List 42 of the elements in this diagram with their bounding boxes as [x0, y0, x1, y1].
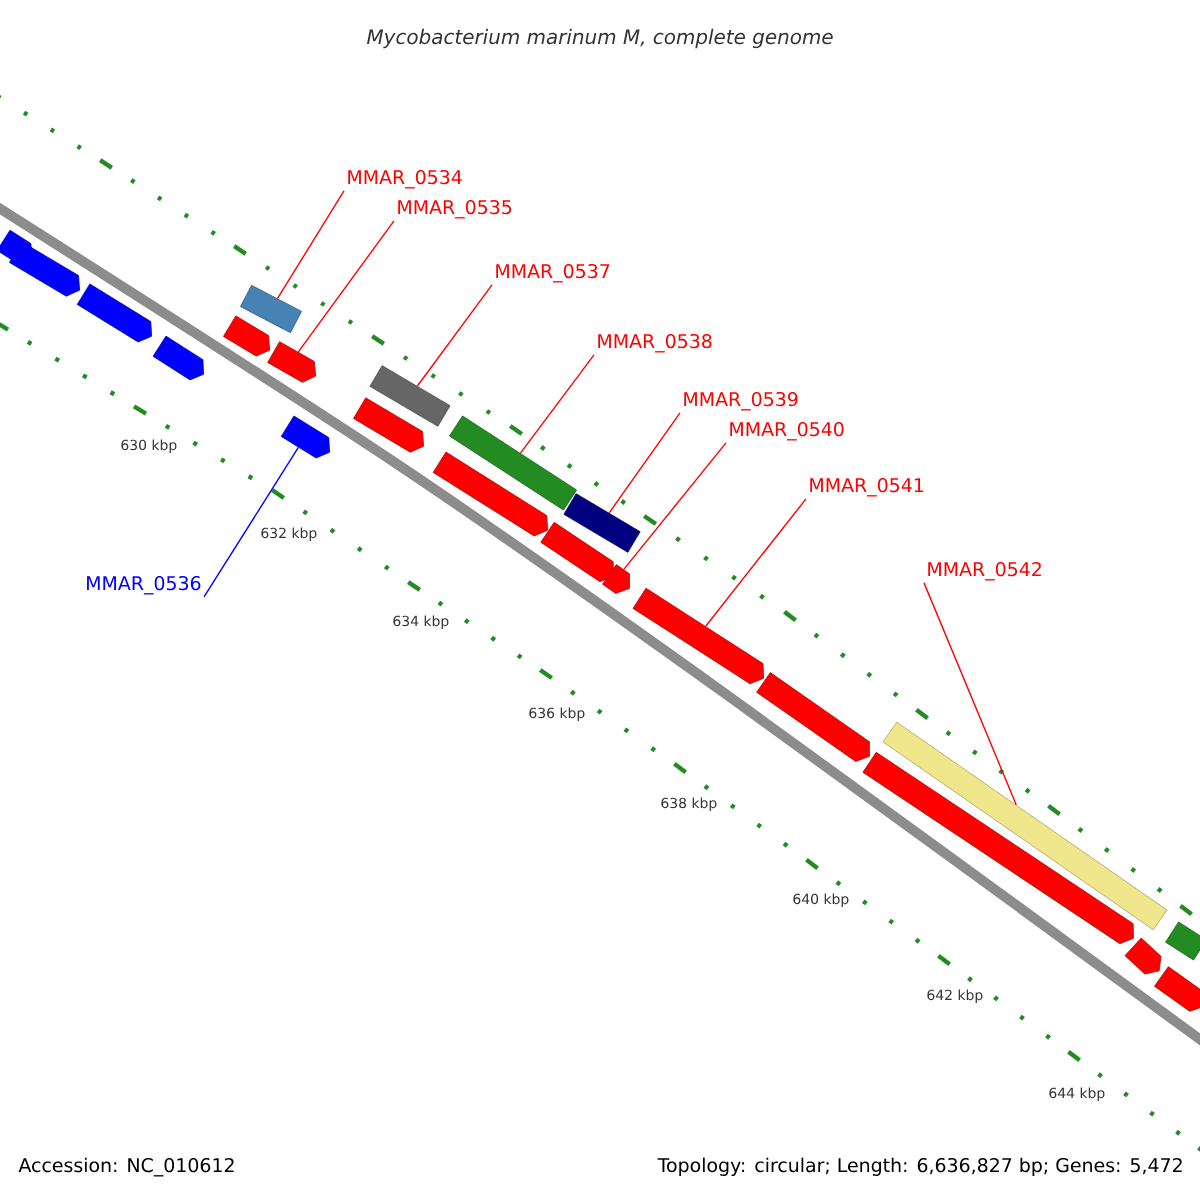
- leader-line: [297, 220, 395, 353]
- gene-bar: [369, 365, 451, 427]
- gene-label: MMAR_0534: [348, 169, 462, 189]
- gene-feature: [280, 415, 330, 459]
- gene-label: MMAR_0535: [398, 199, 512, 219]
- gene-feature: [432, 451, 548, 537]
- gene-feature: [540, 521, 614, 583]
- gene-feature: [1124, 937, 1162, 975]
- gene-label: MMAR_0539: [684, 391, 798, 411]
- title: Mycobacterium marinum M, complete genome: [367, 28, 833, 49]
- gene-feature: [76, 283, 152, 343]
- gene-label: MMAR_0540: [730, 421, 844, 441]
- gene-bar: [449, 415, 577, 511]
- leader-line: [276, 190, 345, 300]
- leader-line: [203, 446, 300, 598]
- gene-feature: [1154, 966, 1200, 1012]
- gene-bar: [563, 493, 641, 553]
- leader-line: [623, 442, 727, 571]
- gene-bar: [240, 284, 302, 334]
- gene-label: MMAR_0536: [87, 575, 201, 595]
- genome-summary-text: Topology: circular; Length: 6,636,827 bp; Genes: 5,472: [657, 1157, 1182, 1176]
- gene-feature: [862, 751, 1134, 945]
- gene-bar: [882, 721, 1168, 931]
- gene-label: MMAR_0537: [496, 263, 610, 283]
- leader-line: [923, 582, 1017, 806]
- gene-label: MMAR_0538: [598, 333, 712, 353]
- gene-feature: [602, 564, 630, 594]
- leader-line: [519, 354, 595, 454]
- gene-feature: [223, 315, 270, 357]
- gene-feature: [632, 587, 764, 685]
- gene-feature: [353, 397, 424, 453]
- gene-feature: [9, 241, 80, 297]
- gene-label: MMAR_0541: [810, 477, 924, 497]
- gene-bar: [1165, 921, 1200, 961]
- gene-feature: [152, 335, 204, 381]
- leader-line: [416, 284, 493, 387]
- gene-label: MMAR_0542: [928, 561, 1041, 581]
- leader-line: [608, 412, 681, 514]
- leader-line: [705, 498, 807, 627]
- gene-feature: [267, 341, 317, 383]
- gene-feature: [756, 672, 870, 762]
- accession-text: Accession: NC_010612: [18, 1157, 234, 1177]
